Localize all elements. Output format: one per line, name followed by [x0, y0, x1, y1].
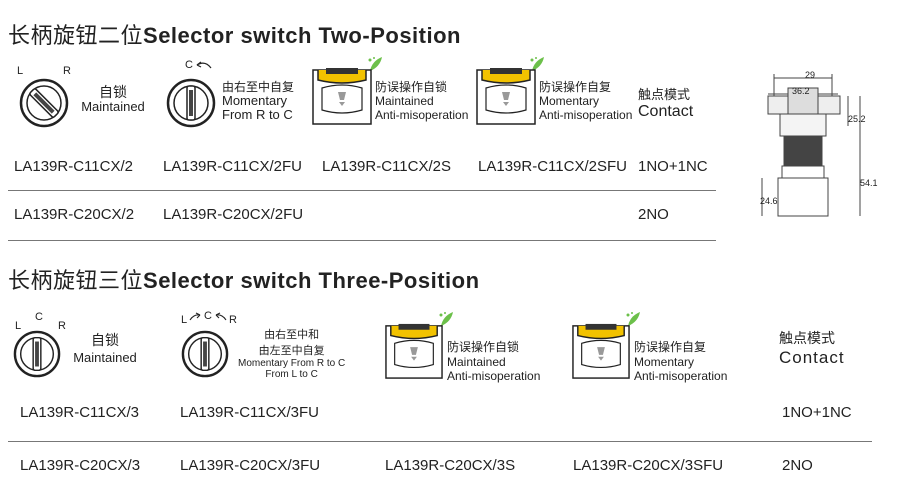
anti-misoperation-guard-icon [312, 68, 372, 125]
label-cn: 防误操作自锁 [447, 340, 520, 354]
switch-label-r: R [58, 320, 66, 332]
switch-2-labels: 由右至中和 由左至中自复 Momentary From R to C From … [238, 326, 345, 380]
label-en: Contact [779, 348, 845, 367]
arrow-icon [196, 61, 212, 69]
momentary-switch-icon [181, 330, 229, 378]
label-en-2: Anti-misoperation [634, 369, 728, 383]
label-en: Maintained [81, 99, 145, 114]
title-en: Selector switch Three-Position [143, 268, 480, 293]
label-en-1: Momentary [634, 355, 695, 369]
model-code: LA139R-C20CX/3SFU [573, 457, 724, 474]
label-en: Contact [638, 103, 694, 120]
dimension-drawing [761, 74, 861, 217]
contact-header: 触点模式 Contact [779, 328, 845, 368]
switch-label-l: L [181, 314, 188, 326]
model-code: LA139R-C11CX/3FU [180, 404, 319, 421]
divider [8, 190, 716, 191]
contact-header: 触点模式 Contact [638, 84, 693, 121]
switch-label-c: C [204, 310, 212, 322]
label-en-2: From L to C [265, 369, 318, 380]
anti-misoperation-guard-icon [476, 68, 536, 125]
section-title-three-position: 长柄旋钮三位Selector switch Three-Position [8, 263, 480, 295]
guard-1-labels: 防误操作自锁 Maintained Anti-misoperation [447, 338, 540, 383]
label-cn: 由右至中自复 [222, 80, 295, 94]
label-en-2: From R to C [222, 107, 293, 122]
contact-code: 2NO [638, 206, 669, 223]
model-code: LA139R-C11CX/2S [322, 158, 451, 175]
label-en-2: Anti-misoperation [539, 108, 633, 122]
leaf-icon [439, 312, 453, 326]
label-en-1: Momentary [222, 93, 288, 108]
label-en-1: Momentary [539, 94, 600, 108]
switch-label-r: R [63, 65, 71, 77]
model-code: LA139R-C20CX/3FU [180, 457, 321, 474]
switch-1-labels: 自锁 Maintained [70, 330, 140, 365]
label-cn: 触点模式 [779, 331, 835, 347]
anti-misoperation-guard-icon [385, 323, 443, 379]
guard-1-labels: 防误操作自锁 Maintained Anti-misoperation [375, 80, 468, 122]
label-cn: 自锁 [91, 333, 119, 349]
momentary-switch-icon [166, 78, 216, 128]
divider [8, 441, 872, 442]
switch-label-r: R [229, 314, 237, 326]
section-title-two-position: 长柄旋钮二位Selector switch Two-Position [8, 18, 461, 50]
model-code: LA139R-C11CX/2FU [163, 158, 302, 175]
model-code: LA139R-C20CX/3 [20, 457, 141, 474]
model-code: LA139R-C11CX/2 [14, 158, 133, 175]
guard-2-labels: 防误操作自复 Momentary Anti-misoperation [634, 338, 727, 383]
label-en-2: Anti-misoperation [447, 369, 541, 383]
title-en: Selector switch Two-Position [143, 23, 461, 48]
dimension-label: 29 [805, 70, 816, 80]
title-cn: 长柄旋钮三位 [8, 269, 144, 294]
contact-code: 2NO [782, 457, 813, 474]
model-code: LA139R-C11CX/3 [20, 404, 139, 421]
guard-2-labels: 防误操作自复 Momentary Anti-misoperation [539, 80, 632, 122]
leaf-icon [530, 57, 544, 71]
arrows-icon [189, 312, 227, 321]
label-en-1: Maintained [375, 94, 434, 108]
model-code: LA139R-C20CX/3S [385, 457, 516, 474]
switch-1-labels: 自锁 Maintained [78, 86, 148, 114]
contact-code: 1NO+1NC [638, 158, 708, 175]
dimension-label: 24.6 [760, 196, 778, 206]
label-en-1: Momentary From R to C [238, 358, 346, 369]
title-cn: 长柄旋钮二位 [8, 24, 144, 49]
switch-label-l: L [15, 320, 22, 332]
label-en: Maintained [73, 350, 137, 365]
dimension-label: 54.1 [860, 178, 878, 188]
dimension-label: 25.2 [848, 114, 866, 124]
switch-label-c: C [35, 311, 43, 323]
dimension-label: 36.2 [792, 86, 810, 96]
divider [8, 240, 716, 241]
leaf-icon [368, 57, 382, 71]
label-cn: 防误操作自复 [539, 80, 612, 94]
switch-label-c: C [185, 59, 193, 71]
anti-misoperation-guard-icon [572, 323, 630, 379]
model-code: LA139R-C20CX/2 [14, 206, 135, 223]
model-code: LA139R-C11CX/2SFU [478, 158, 627, 175]
maintained-switch-icon [13, 330, 61, 378]
contact-code: 1NO+1NC [782, 404, 852, 421]
maintained-switch-icon [19, 78, 69, 128]
label-cn: 触点模式 [638, 88, 691, 103]
leaf-icon [626, 312, 640, 326]
switch-label-l: L [17, 65, 24, 77]
model-code: LA139R-C20CX/2FU [163, 206, 304, 223]
label-cn-2: 由左至中自复 [258, 344, 325, 357]
label-en-1: Maintained [447, 355, 506, 369]
label-en-2: Anti-misoperation [375, 108, 469, 122]
label-cn-1: 由右至中和 [264, 328, 320, 341]
label-cn: 自锁 [99, 85, 127, 101]
label-cn: 防误操作自复 [634, 340, 707, 354]
switch-2-labels: 由右至中自复 Momentary From R to C [222, 80, 294, 122]
label-cn: 防误操作自锁 [375, 80, 448, 94]
